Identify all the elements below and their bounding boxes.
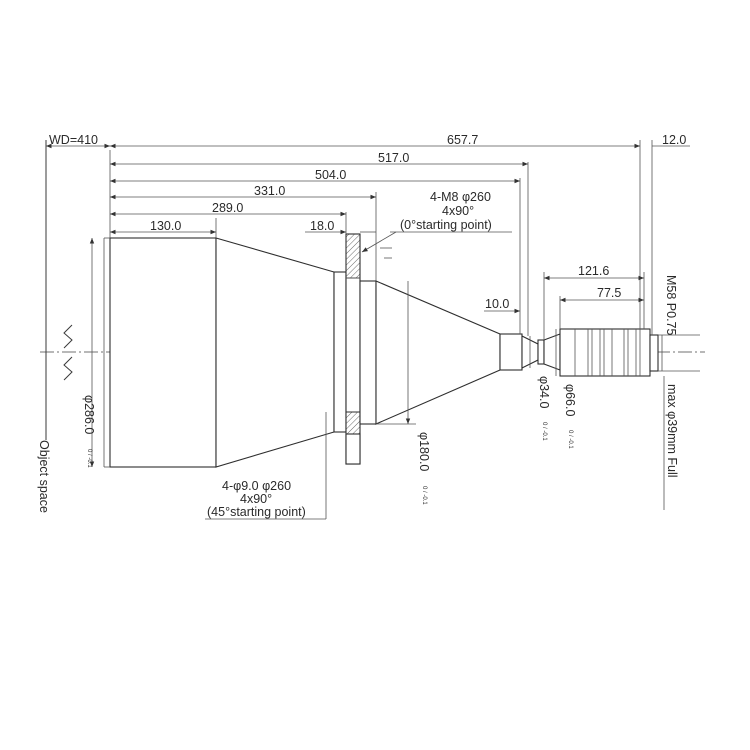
dim-18-label: 18.0	[310, 219, 334, 233]
front-cone	[215, 237, 335, 468]
object-space-group: Object space	[37, 440, 51, 513]
dim-total-label: 657.7	[447, 133, 478, 147]
break-mark-top	[63, 324, 73, 349]
diameter-180-group: φ180.0 0 / -0.1	[417, 432, 431, 505]
diameter-34-group: φ34.0 0 / -0.1	[537, 376, 551, 441]
thread-label: M58 P0.75	[664, 275, 678, 336]
diameter-286-tol: 0 / -0.1	[86, 449, 92, 468]
holes-top-line3: (0°starting point)	[400, 218, 492, 232]
knurled-rings	[574, 329, 641, 376]
dim-121-label: 121.6	[578, 264, 609, 278]
diameter-34-label: φ34.0	[537, 376, 551, 408]
dim-504-label: 504.0	[315, 168, 346, 182]
dim-130-label: 130.0	[150, 219, 181, 233]
holes-bottom-line1: 4-φ9.0 φ260	[222, 479, 291, 493]
dim-10-label: 10.0	[485, 297, 509, 311]
rear-collar	[359, 280, 377, 425]
holes-bottom-line2: 4x90°	[240, 492, 272, 506]
thread-group: M58 P0.75	[664, 275, 678, 336]
holes-top-line2: 4x90°	[442, 204, 474, 218]
diameter-180-label: φ180.0	[417, 432, 431, 471]
break-mark-bottom	[63, 356, 73, 381]
dim-517-label: 517.0	[378, 151, 409, 165]
diameter-180-tol: 0 / -0.1	[421, 486, 427, 505]
diameter-286-group: φ286.0 0 / -0.1	[82, 395, 96, 468]
holes-bottom-line3: (45°starting point)	[207, 505, 306, 519]
object-space-label: Object space	[37, 440, 51, 513]
diameter-66-tol: 0 / -0.1	[567, 430, 573, 449]
holes-top-line1: 4-M8 φ260	[430, 190, 491, 204]
flange-rear-face	[333, 271, 347, 433]
front-barrel	[109, 237, 217, 468]
diameter-66-group: φ66.0 0 / -0.1	[563, 384, 577, 449]
flange-section-bottom	[345, 411, 361, 435]
dim-331-label: 331.0	[254, 184, 285, 198]
dim-289-label: 289.0	[212, 201, 243, 215]
sensor-group: max φ39mm Full	[665, 384, 679, 478]
diameter-286-label: φ286.0	[82, 395, 96, 434]
diameter-34-tol: 0 / -0.1	[541, 422, 547, 441]
diameter-66-label: φ66.0	[563, 384, 577, 416]
sensor-label: max φ39mm Full	[665, 384, 679, 478]
rear-cone	[375, 280, 501, 425]
thread-mount	[649, 334, 659, 372]
dim-back-label: 12.0	[662, 133, 686, 147]
dim-77-label: 77.5	[597, 286, 621, 300]
rear-barrel	[559, 328, 651, 377]
flange-section-top	[345, 233, 361, 279]
dim-wd-label: WD=410	[49, 133, 98, 147]
neck	[499, 333, 523, 371]
